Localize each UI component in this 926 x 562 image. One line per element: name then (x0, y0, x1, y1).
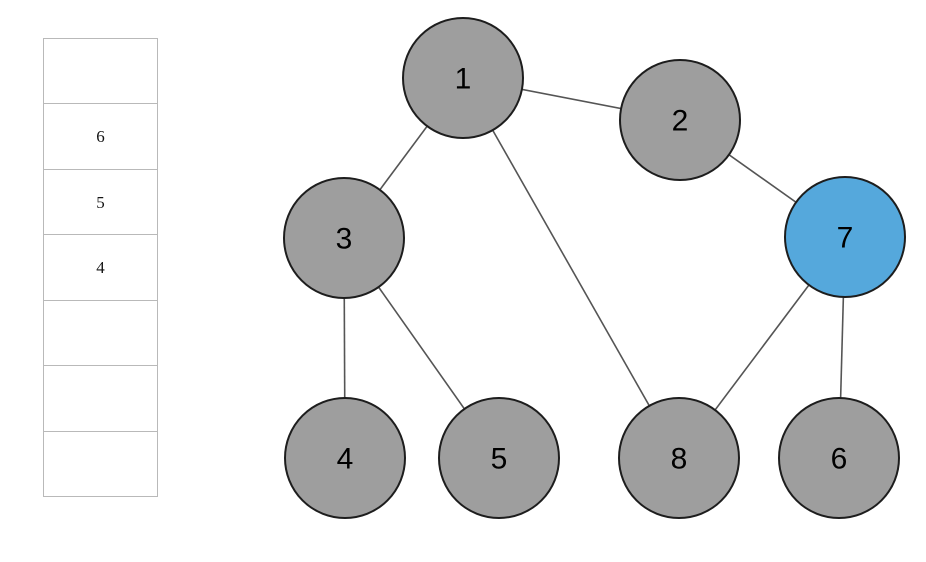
graph-node-label: 2 (672, 105, 689, 138)
graph-node-label: 7 (837, 222, 854, 255)
graph-node[interactable]: 7 (784, 176, 906, 298)
graph-node-label: 5 (491, 443, 508, 476)
graph-node-circle[interactable] (284, 397, 406, 519)
graph-node-label: 1 (455, 63, 472, 96)
graph-node-circle[interactable] (778, 397, 900, 519)
graph-node[interactable]: 8 (618, 397, 740, 519)
stack-cell[interactable] (43, 299, 158, 366)
stack-cell[interactable] (43, 38, 158, 104)
graph-node[interactable]: 4 (284, 397, 406, 519)
graph-edge-layer (343, 77, 846, 459)
graph-node-circle[interactable] (283, 177, 405, 299)
graph-node-circle[interactable] (618, 397, 740, 519)
graph-node[interactable]: 6 (778, 397, 900, 519)
graph-node-circle[interactable] (402, 17, 524, 139)
graph-node-label: 6 (831, 443, 848, 476)
graph-node-label: 4 (337, 443, 354, 476)
stack-cell[interactable]: 5 (43, 168, 158, 235)
stack-cell[interactable]: 4 (43, 234, 158, 300)
graph-node-circle[interactable] (619, 59, 741, 181)
stack-cell[interactable]: 6 (43, 103, 158, 169)
graph-node-label: 8 (671, 443, 688, 476)
graph-node[interactable]: 3 (283, 177, 405, 299)
graph-node[interactable]: 2 (619, 59, 741, 181)
graph-edge (462, 77, 680, 459)
stack-cell[interactable] (43, 430, 158, 497)
graph-node[interactable]: 1 (402, 17, 524, 139)
graph-node-circle[interactable] (438, 397, 560, 519)
graph-node[interactable]: 5 (438, 397, 560, 519)
stack-cell[interactable] (43, 365, 158, 431)
graph-node-layer: 1 2 3 7 4 5 8 6 (283, 17, 906, 519)
graph-node-label: 3 (336, 223, 353, 256)
graph-node-circle-highlighted[interactable] (784, 176, 906, 298)
